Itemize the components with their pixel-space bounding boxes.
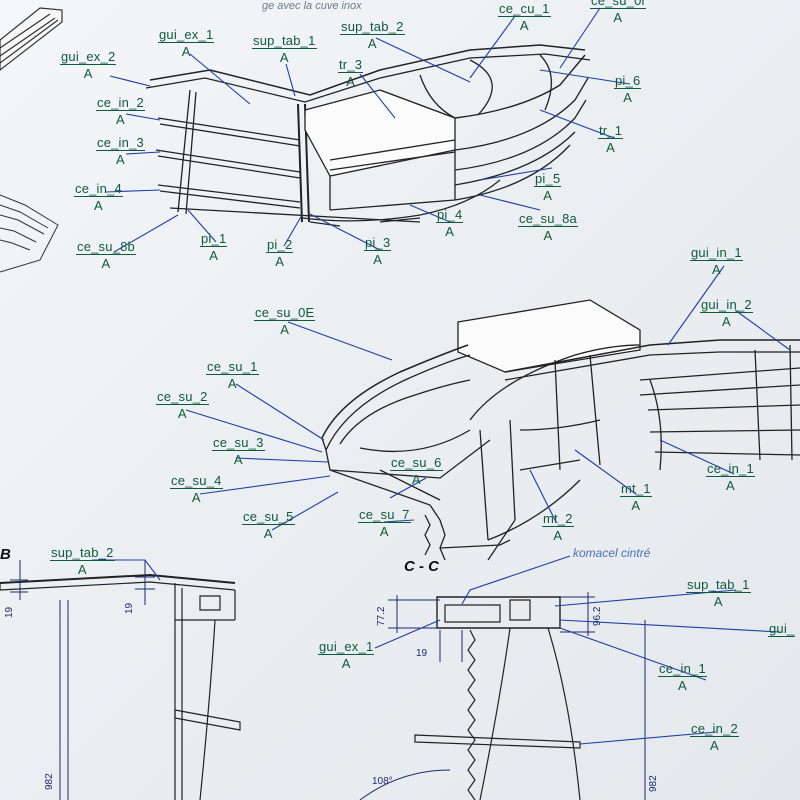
section-mark-cc: C - C (404, 558, 439, 575)
dimension-lines (10, 560, 646, 800)
top-note: ge avec la cuve inox (262, 0, 362, 12)
dim-19-bottom: 19 (416, 648, 428, 659)
dim-982-right: 982 (648, 775, 659, 792)
bottom-left-section (0, 573, 241, 800)
dim-angle: 108° (372, 776, 393, 787)
label-gui-cut: gui_ (768, 621, 796, 637)
section-mark-b: B (0, 546, 11, 563)
bottom-right-section (414, 596, 581, 800)
leader-lines (92, 7, 791, 745)
left-mid-fragment (0, 194, 59, 273)
top-left-fragment (0, 7, 63, 71)
dim-77-2: 77.2 (376, 606, 387, 626)
top-assembly (145, 44, 591, 227)
dim-96-2: 96.2 (592, 606, 603, 626)
dim-19-mid: 19 (124, 602, 135, 614)
dim-982-left: 982 (44, 773, 55, 790)
dim-19-left: 19 (4, 606, 15, 618)
komacel-note: komacel cintré (573, 546, 651, 560)
middle-assembly (321, 299, 800, 561)
